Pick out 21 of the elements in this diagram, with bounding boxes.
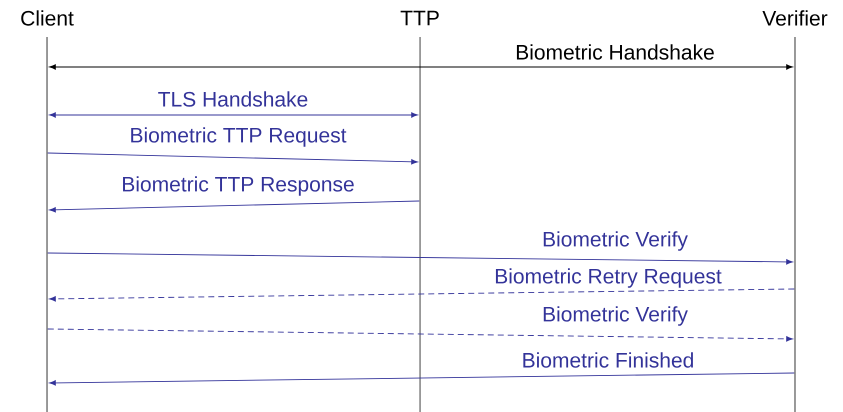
arrow — [49, 372, 795, 386]
participant-label: Verifier — [762, 10, 828, 26]
edge-label: Biometric TTP Response — [123, 176, 354, 196]
arrow — [47, 252, 793, 265]
edge-label: Biometric Finished — [523, 352, 693, 368]
edge-label: TLS Handshake — [158, 91, 308, 107]
participant-label: TTP — [400, 10, 439, 26]
participant-label: Client — [21, 10, 74, 26]
arrow — [49, 64, 793, 70]
edge-label: Biometric Retry Request — [496, 268, 722, 288]
arrow — [49, 112, 418, 118]
edge-label: Biometric Verify — [544, 306, 688, 326]
lifeline — [46, 36, 48, 412]
arrow — [47, 328, 793, 342]
arrow — [49, 200, 420, 212]
edge-label: Biometric TTP Request — [131, 127, 346, 147]
lifeline — [794, 36, 796, 412]
arrow — [47, 152, 418, 164]
edge-label: Biometric Handshake — [516, 44, 714, 60]
edge-label: Biometric Verify — [544, 231, 688, 251]
arrow — [49, 288, 795, 302]
